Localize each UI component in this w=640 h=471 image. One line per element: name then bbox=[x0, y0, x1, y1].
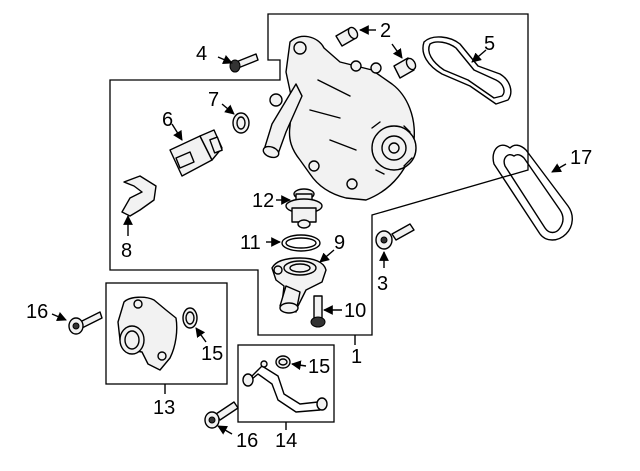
outlet-housing-box bbox=[105, 282, 228, 385]
callout-2-arrow-b bbox=[391, 43, 403, 59]
callout-3: 3 bbox=[377, 273, 388, 295]
callout-13: 13 bbox=[153, 397, 175, 419]
callout-16-left: 16 bbox=[26, 301, 48, 323]
callout-7: 7 bbox=[208, 89, 219, 111]
pump-gasket bbox=[422, 36, 512, 105]
callout-15b-arrow bbox=[291, 360, 307, 371]
coolant-pipe bbox=[242, 360, 328, 413]
o-ring-15-box13 bbox=[182, 307, 198, 329]
o-ring-7 bbox=[232, 112, 250, 134]
callout-9-arrow bbox=[319, 249, 335, 263]
callout-4-arrow bbox=[217, 55, 233, 65]
callout-16a-arrow bbox=[51, 312, 67, 322]
bolt-3 bbox=[375, 223, 415, 250]
thermostat-housing bbox=[271, 257, 327, 314]
callout-17-arrow bbox=[551, 163, 567, 173]
callout-15-box13: 15 bbox=[201, 343, 223, 365]
bolt-16-bottom bbox=[204, 401, 239, 429]
callout-15a-arrow bbox=[195, 327, 207, 343]
callout-5-arrow bbox=[471, 49, 487, 63]
callout-8: 8 bbox=[121, 240, 132, 262]
o-ring-11 bbox=[281, 234, 321, 252]
callout-9: 9 bbox=[334, 232, 345, 254]
water-pump bbox=[262, 35, 417, 201]
retaining-clip bbox=[121, 175, 157, 217]
outlet-housing bbox=[117, 296, 178, 371]
temperature-sensor bbox=[169, 129, 223, 177]
callout-11: 11 bbox=[240, 232, 261, 254]
callout-10: 10 bbox=[344, 300, 366, 322]
water-pump-assembly-frame bbox=[109, 13, 529, 336]
dowel-sleeves bbox=[335, 26, 417, 79]
callout-16b-arrow bbox=[217, 425, 233, 435]
callout-6-arrow bbox=[171, 123, 183, 141]
callout-15-box14: 15 bbox=[308, 356, 330, 378]
callout-4: 4 bbox=[196, 43, 207, 65]
callout-6: 6 bbox=[162, 109, 173, 131]
bolt-16-left bbox=[68, 311, 103, 335]
callout-5: 5 bbox=[484, 33, 495, 55]
callout-7-arrow bbox=[221, 103, 235, 115]
bolt-4 bbox=[229, 53, 259, 73]
callout-16-bottom: 16 bbox=[236, 430, 258, 452]
callout-17: 17 bbox=[570, 147, 592, 169]
o-ring-15-box14 bbox=[275, 355, 291, 369]
drive-belt bbox=[492, 144, 573, 241]
callout-12: 12 bbox=[252, 190, 274, 212]
thermostat bbox=[285, 188, 323, 229]
callout-14: 14 bbox=[275, 430, 297, 452]
callout-2: 2 bbox=[380, 20, 391, 42]
callout-1: 1 bbox=[351, 346, 362, 368]
bolt-10 bbox=[310, 295, 326, 328]
